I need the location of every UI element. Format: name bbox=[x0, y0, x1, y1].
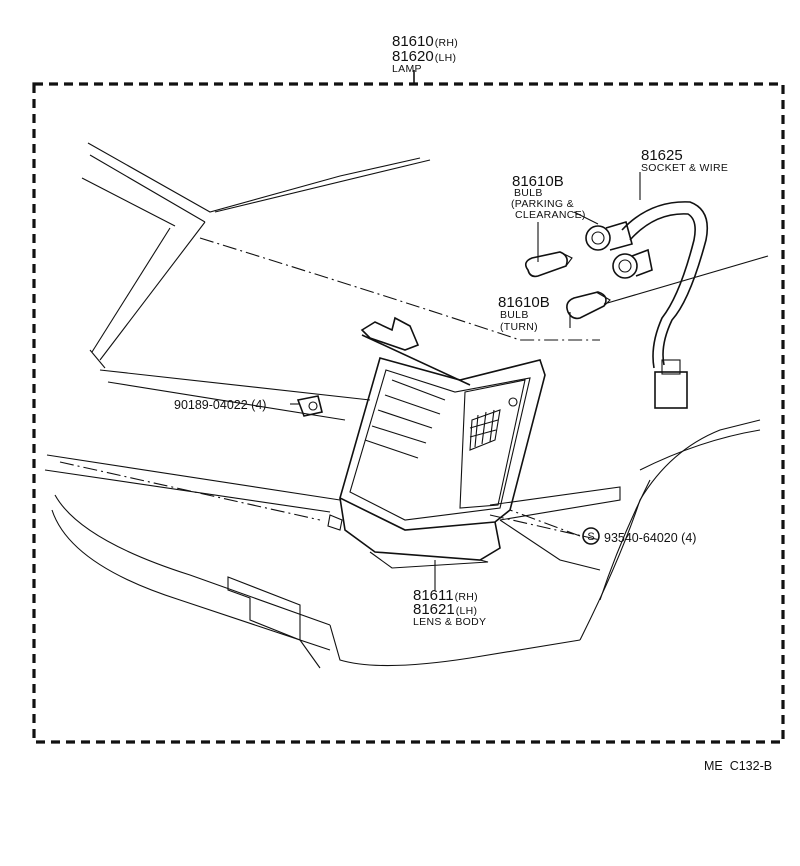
bulb-parking-desc-2: CLEARANCE) bbox=[515, 209, 586, 221]
bulb-parking-name: BULB bbox=[514, 187, 543, 199]
socket-and-wire bbox=[585, 201, 709, 409]
bulb-parking-part: 81610B bbox=[512, 173, 564, 190]
bulb-parking bbox=[524, 251, 573, 278]
screw-label: 93540-64020 (4) bbox=[604, 531, 696, 545]
labels: 81610(RH) 81620(LH) LAMP 81625 SOCKET & … bbox=[174, 33, 772, 773]
screw-symbol: S bbox=[582, 527, 600, 545]
lamp-part-rh: 81610(RH) bbox=[392, 33, 458, 50]
socket-part: 81625 bbox=[641, 147, 683, 164]
bulb-turn-name: BULB bbox=[500, 309, 529, 321]
clip-label: 90189-04022 (4) bbox=[174, 398, 266, 412]
figure-code: ME C132-B bbox=[704, 759, 772, 773]
lamp-part-lh: 81620(LH) bbox=[392, 48, 456, 65]
bulb-turn bbox=[566, 291, 611, 320]
assembly-boundary bbox=[32, 70, 785, 744]
bulb-parking-desc-1: (PARKING & bbox=[511, 198, 574, 210]
leader-lines bbox=[290, 172, 769, 590]
lamp-assembly bbox=[327, 316, 546, 569]
vehicle-body bbox=[44, 142, 761, 669]
lens-part-lh: 81621(LH) bbox=[413, 601, 477, 618]
bulb-turn-part: 81610B bbox=[498, 294, 550, 311]
socket-name: SOCKET & WIRE bbox=[641, 162, 728, 174]
bulb-turn-desc: (TURN) bbox=[500, 321, 538, 333]
lens-name: LENS & BODY bbox=[413, 616, 486, 628]
lamp-name: LAMP bbox=[392, 63, 422, 75]
lens-part-rh: 81611(RH) bbox=[413, 587, 478, 604]
screw-symbol-letter: S bbox=[587, 531, 594, 543]
clip-fastener bbox=[296, 395, 323, 417]
